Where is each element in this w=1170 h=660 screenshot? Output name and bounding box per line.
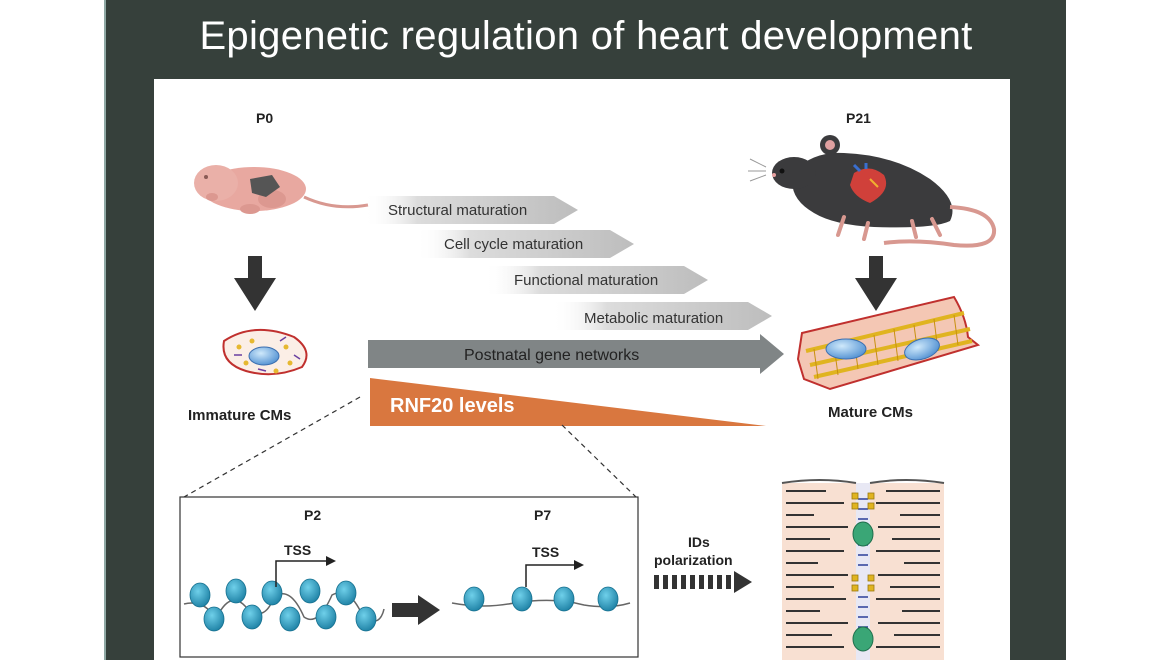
polarization-dashed-arrow — [654, 571, 752, 593]
ids-label: IDs — [688, 534, 710, 550]
immature-cms-label: Immature CMs — [188, 407, 291, 424]
open-chromatin-icon — [451, 586, 631, 612]
mature-cms-label: Mature CMs — [828, 404, 913, 421]
slide-title: Epigenetic regulation of heart developme… — [199, 14, 973, 58]
right-down-arrow — [855, 256, 897, 311]
intercalated-disc-icon — [781, 479, 945, 660]
functional-maturation-label: Functional maturation — [514, 272, 658, 289]
cell-cycle-maturation-label: Cell cycle maturation — [444, 236, 583, 253]
maturation-chevron-1 — [364, 196, 578, 224]
slide-edge — [104, 0, 106, 660]
adult-mouse-icon — [748, 135, 997, 248]
tss-label-right: TSS — [532, 544, 559, 560]
immature-cardiomyocyte-icon — [222, 328, 308, 376]
polarization-label: polarization — [654, 552, 733, 568]
structural-maturation-label: Structural maturation — [388, 202, 527, 219]
p21-label: P21 — [846, 110, 871, 126]
mouse-pup-icon — [194, 165, 369, 214]
rnf20-wedge — [370, 378, 766, 426]
zoom-lines — [183, 396, 637, 498]
figure-diagram: P0 — [179, 110, 997, 660]
p7-label: P7 — [534, 507, 551, 523]
chromatin-transition-arrow — [392, 595, 440, 625]
gene-networks-arrow — [368, 334, 784, 374]
figure-panel: P0 — [154, 79, 1010, 660]
gene-networks-label: Postnatal gene networks — [464, 347, 639, 364]
maturation-chevron-3 — [484, 266, 708, 294]
tss-arrow-right — [525, 560, 584, 587]
maturation-chevron-2 — [416, 230, 634, 258]
p2-label: P2 — [304, 507, 321, 523]
mature-cardiomyocyte-icon — [796, 295, 981, 391]
maturation-chevron-4 — [552, 302, 772, 330]
left-down-arrow — [234, 256, 276, 311]
slide: Epigenetic regulation of heart developme… — [106, 0, 1066, 660]
tss-label-left: TSS — [284, 542, 311, 558]
p0-label: P0 — [256, 110, 273, 126]
rnf20-label: RNF20 levels — [390, 395, 515, 417]
compact-chromatin-icon — [183, 578, 385, 632]
tss-arrow-left — [275, 556, 336, 587]
chromatin-inset-box — [179, 496, 639, 658]
metabolic-maturation-label: Metabolic maturation — [584, 310, 723, 327]
